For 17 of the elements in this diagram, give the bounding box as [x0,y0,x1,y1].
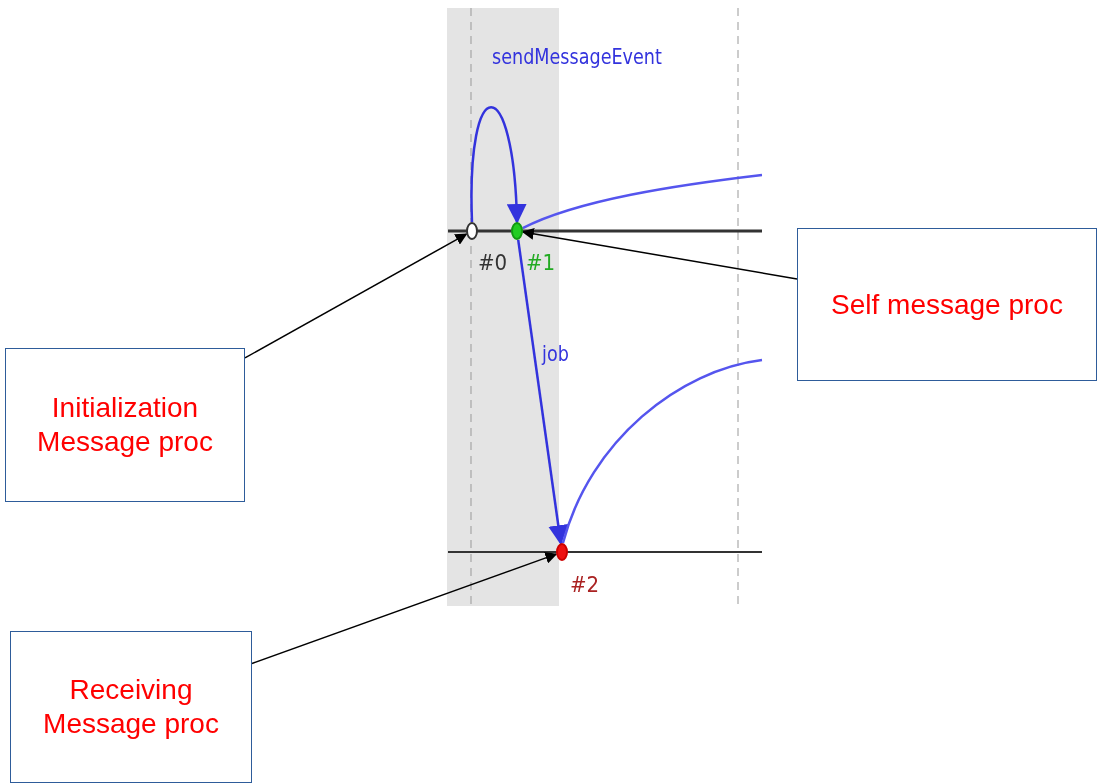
edge-label: job [542,341,569,366]
leader-line [244,233,468,359]
message-arrow [516,239,569,546]
event-number: #0 [478,250,508,275]
message-arrow [470,106,527,224]
event-number: #2 [570,572,600,597]
event-dot [556,543,568,561]
box-label: Receiving Message proc [42,673,220,741]
leader-line [251,552,558,665]
text-box [10,631,252,783]
edge-label: sendMessageEvent [492,44,662,69]
text-box [797,228,1097,381]
box-label: Self message proc [831,287,1063,322]
box-label: Initialization Message proc [36,391,214,459]
event-number: #1 [526,250,556,275]
leader-line [521,227,798,280]
text-box [5,348,245,502]
